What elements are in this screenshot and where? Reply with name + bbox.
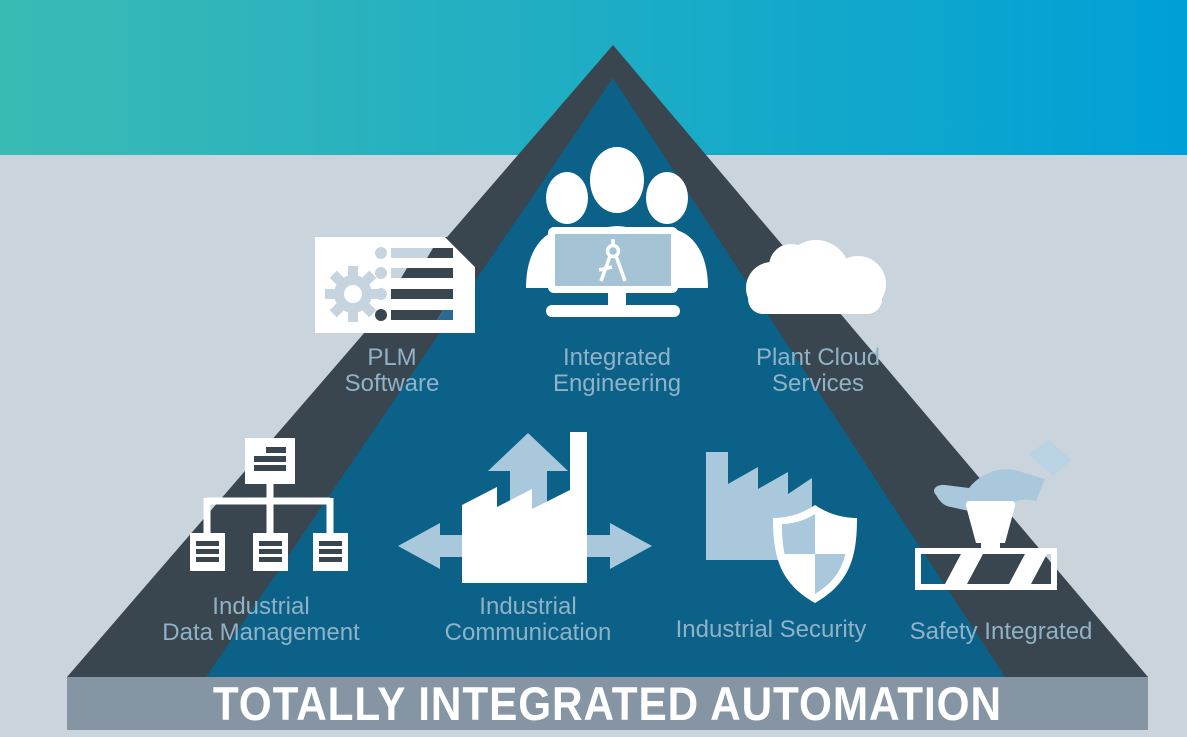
label-line: Industrial Security xyxy=(675,616,867,643)
label-line: Integrated xyxy=(562,344,672,371)
label-industrial-data-management: Industrial Data Management xyxy=(162,594,359,646)
factory-arrows-icon xyxy=(398,432,652,583)
label-safety-integrated: Safety Integrated xyxy=(910,619,1093,645)
banner-title: TOTALLY INTEGRATED AUTOMATION xyxy=(212,677,1003,730)
plm-document-gear-icon xyxy=(315,237,475,333)
label-integrated-engineering: Integrated Engineering xyxy=(553,345,681,397)
label-plm-software: PLM Software xyxy=(345,345,440,397)
label-line: Industrial xyxy=(212,593,310,620)
label-line: Plant Cloud xyxy=(755,344,881,371)
cloud-icon xyxy=(746,240,886,314)
label-line: Engineering xyxy=(552,370,682,397)
label-line: Services xyxy=(771,370,865,397)
label-line: PLM xyxy=(367,344,417,371)
factory-shield-icon xyxy=(706,452,857,603)
label-line: Communication xyxy=(444,619,612,646)
label-industrial-communication: Industrial Communication xyxy=(445,594,612,646)
label-industrial-security: Industrial Security xyxy=(676,617,867,643)
label-plant-cloud-services: Plant Cloud Services xyxy=(756,345,880,397)
label-line: Data Management xyxy=(162,619,360,646)
document-hierarchy-icon xyxy=(190,438,348,571)
label-line: Industrial xyxy=(479,593,577,620)
tia-banner: TOTALLY INTEGRATED AUTOMATION xyxy=(67,677,1148,730)
team-monitor-compass-icon xyxy=(526,147,708,317)
emergency-stop-hand-icon xyxy=(915,440,1071,590)
label-line: Software xyxy=(344,370,440,397)
label-line: Safety Integrated xyxy=(909,618,1093,645)
